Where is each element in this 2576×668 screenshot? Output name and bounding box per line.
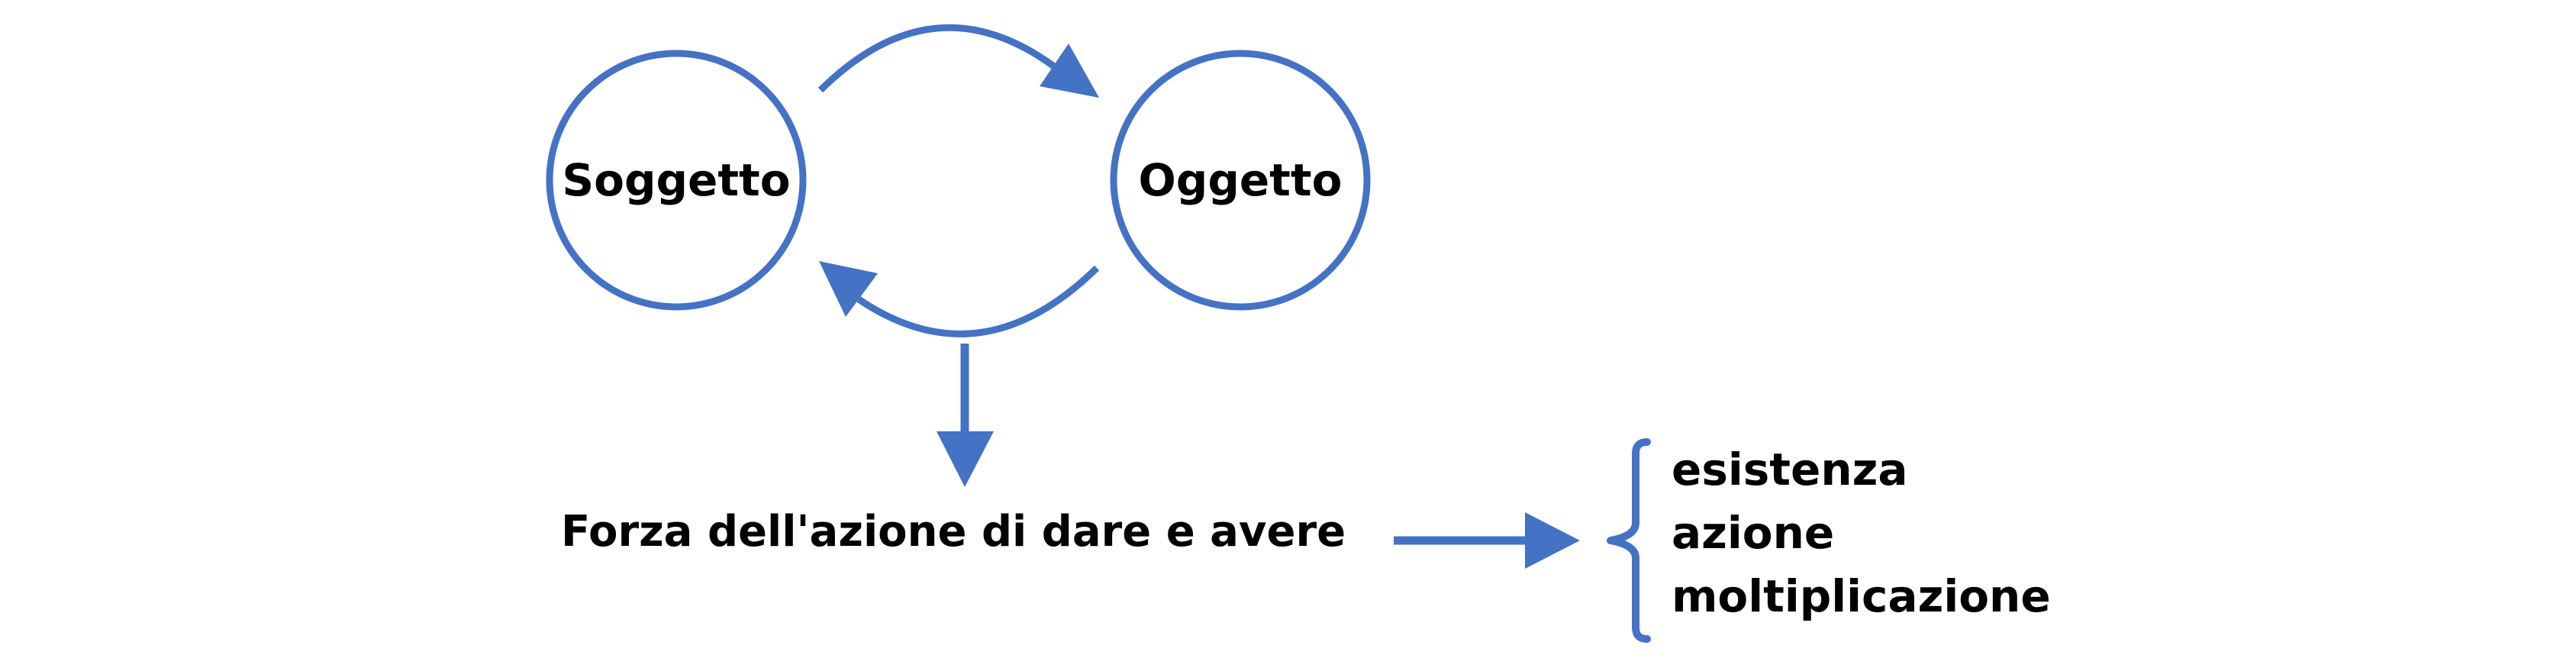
oggetto-circle — [1110, 50, 1371, 311]
bottom-arc — [856, 265, 1100, 337]
result-item-azione: azione — [1672, 507, 1834, 559]
node-oggetto: Oggetto — [1110, 50, 1371, 311]
right-arrowhead — [1525, 512, 1580, 569]
result-item-moltiplicazione: moltiplicazione — [1672, 570, 2051, 622]
down-arrowhead — [937, 431, 994, 487]
soggetto-label: Soggetto — [562, 154, 790, 206]
arrow-subject-to-object — [817, 24, 1099, 98]
soggetto-circle — [546, 50, 807, 311]
oggetto-label: Oggetto — [1139, 154, 1343, 206]
arrow-object-to-subject — [819, 261, 1100, 337]
result-item-esistenza: esistenza — [1672, 444, 1908, 495]
arrow-down-to-force — [937, 344, 994, 487]
bottom-arrowhead — [819, 261, 878, 317]
top-arrowhead — [1040, 44, 1099, 98]
force-label: Forza dell'azione di dare e avere — [561, 507, 1346, 557]
curly-brace — [1607, 438, 1651, 643]
node-soggetto: Soggetto — [546, 50, 807, 311]
results-list: esistenza azione moltiplicazione — [1672, 444, 2051, 622]
top-arc — [817, 24, 1059, 93]
arrow-right-to-results — [1394, 512, 1580, 569]
